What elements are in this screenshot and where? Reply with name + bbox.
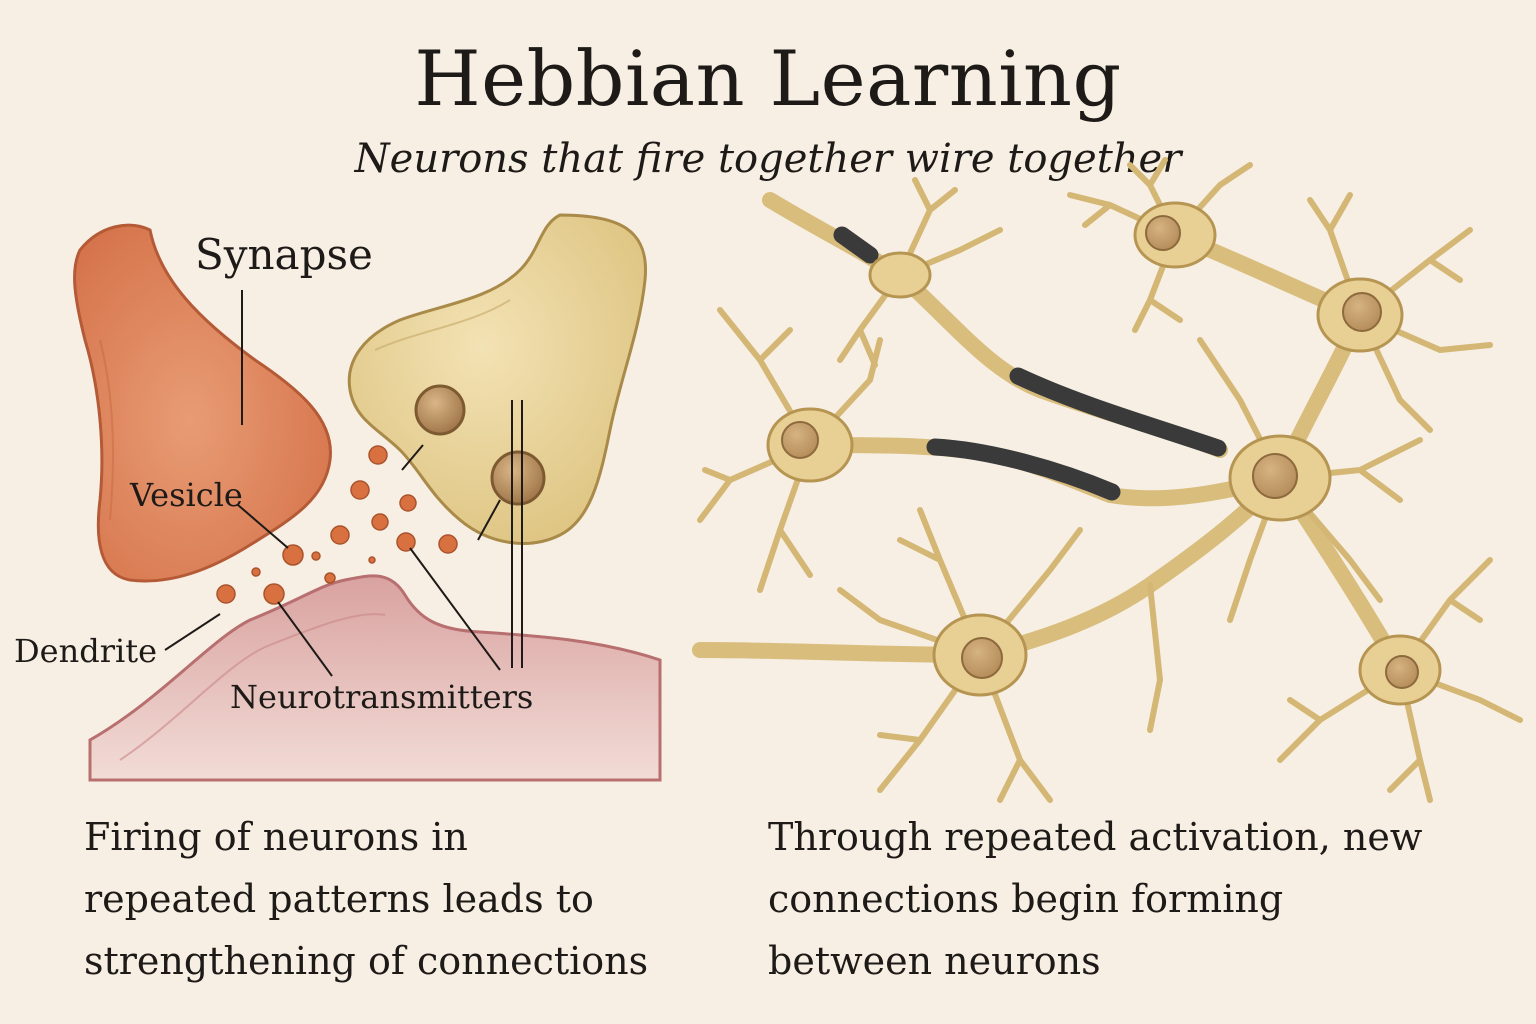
synapse-caption-line: Firing of neurons in [84, 815, 468, 859]
neuron-somas [766, 201, 1442, 706]
neurotransmitters-label: Neurotransmitters [230, 678, 534, 716]
terminal-vesicles [414, 384, 546, 506]
postsynaptic-terminal [347, 213, 648, 545]
vesicle-lower [490, 450, 546, 506]
network-caption: Through repeated activation, new connect… [768, 806, 1422, 992]
neuron-network [692, 157, 1523, 803]
label-leader-lines [164, 290, 523, 677]
synapse-label: Synapse [195, 230, 373, 279]
diagram-subtitle: Neurons that fire together wire together [354, 136, 1182, 182]
synapse-caption-line: strengthening of connections [84, 939, 649, 983]
network-caption-line: Through repeated activation, new [768, 815, 1423, 859]
synapse-caption: Firing of neurons in repeated patterns l… [84, 806, 648, 992]
network-caption-line: between neurons [768, 939, 1101, 983]
vesicle-upper [414, 384, 466, 436]
dendrite-label: Dendrite [14, 632, 158, 670]
vesicle-label: Vesicle [130, 476, 243, 514]
postsynaptic-dendrite [88, 574, 662, 782]
presynaptic-terminal [73, 223, 332, 583]
diagram-title: Hebbian Learning [414, 34, 1122, 123]
myelin-sheaths [833, 226, 1227, 501]
synapse-caption-line: repeated patterns leads to [84, 877, 594, 921]
neuron-nuclei [781, 215, 1419, 689]
network-caption-line: connections begin forming [768, 877, 1284, 921]
neurotransmitter-particles [216, 445, 458, 605]
